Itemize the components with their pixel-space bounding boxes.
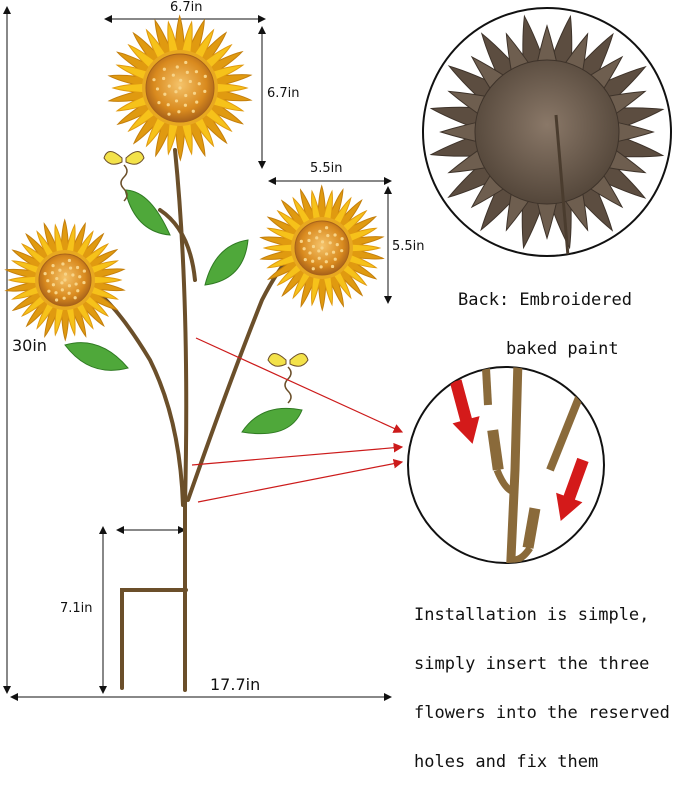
sunflower-left <box>4 218 126 342</box>
install-caption-line-2: simply insert the three <box>414 653 650 674</box>
right-flower-width-label: 5.5in <box>310 161 343 176</box>
pointer-arrows <box>191 337 404 503</box>
back-caption: Back: Embroidered baked paint <box>458 263 632 386</box>
install-caption-line-4: holes and fix them <box>414 752 599 773</box>
dimension-lines <box>3 6 392 701</box>
top-flower-height-label: 6.7in <box>267 86 300 101</box>
total-width-label: 17.7in <box>210 675 261 694</box>
leaves <box>64 189 303 435</box>
back-view-detail <box>422 7 672 257</box>
installation-detail <box>407 366 605 564</box>
sunflower-right <box>259 184 385 312</box>
sunflower-top <box>107 14 253 162</box>
stake-height-label: 7.1in <box>60 601 93 616</box>
back-caption-line-2: baked paint <box>506 338 619 359</box>
install-caption-line-1: Installation is simple, <box>414 604 650 625</box>
butterfly-icon <box>103 151 145 202</box>
back-caption-line-1: Back: Embroidered <box>458 289 632 310</box>
install-caption-line-3: flowers into the reserved <box>414 703 670 724</box>
butterfly-icon <box>267 353 309 404</box>
right-flower-height-label: 5.5in <box>392 239 425 254</box>
install-caption: Installation is simple, simply insert th… <box>414 578 670 800</box>
total-height-label: 30in <box>12 336 47 355</box>
top-flower-width-label: 6.7in <box>170 0 203 15</box>
product-illustration <box>3 6 672 701</box>
